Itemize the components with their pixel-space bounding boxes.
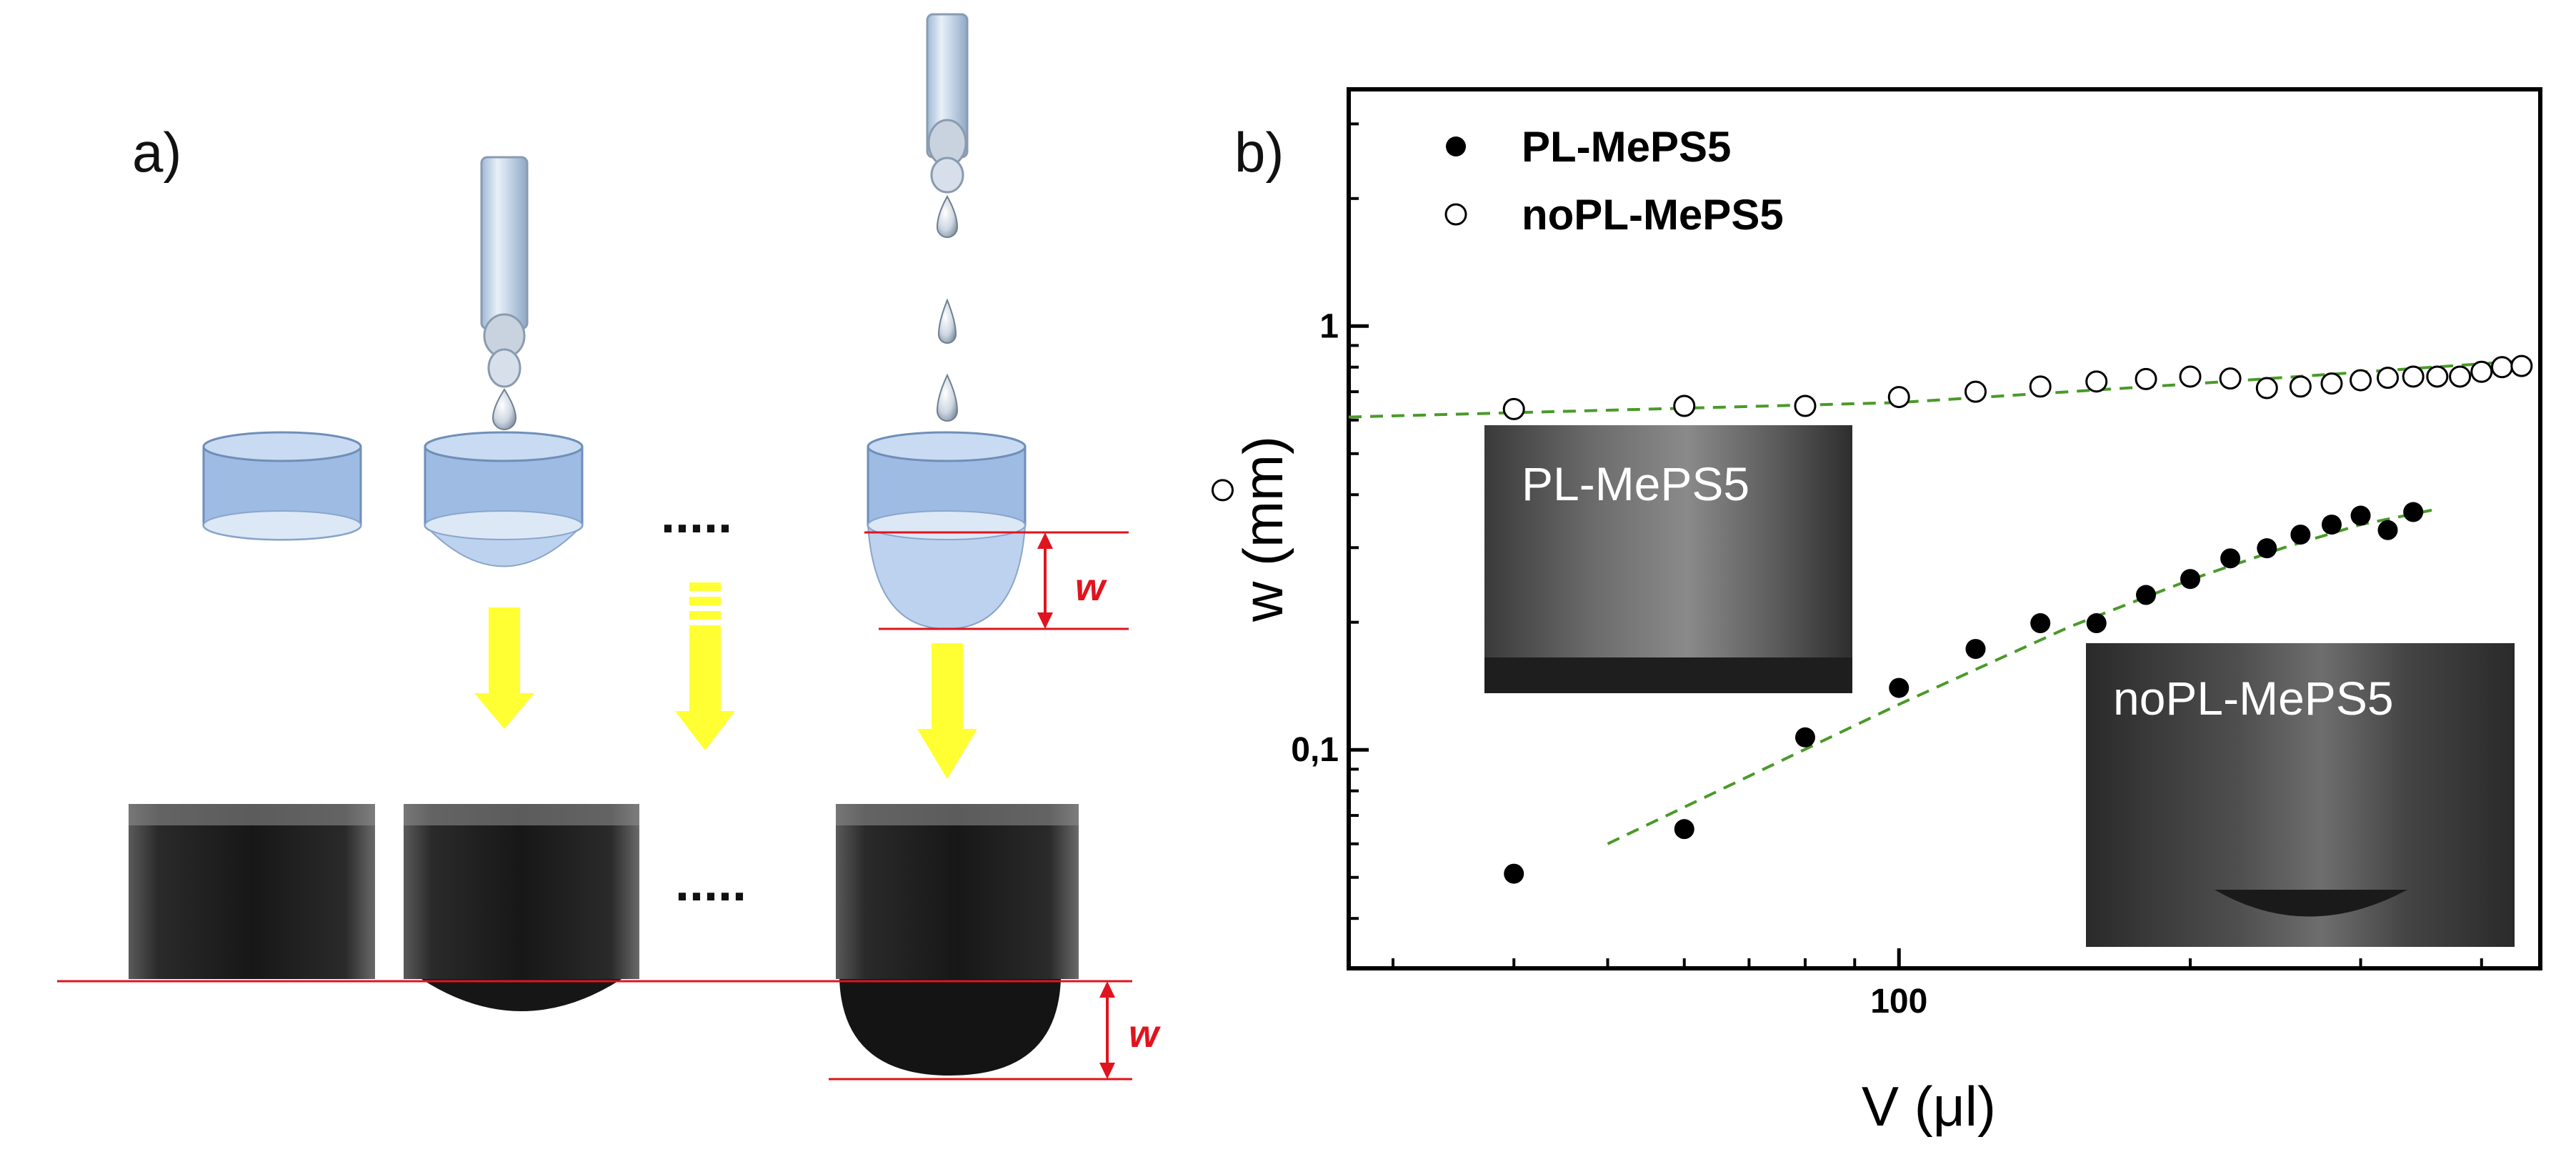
point-nopl-mepss5-6 [2029,375,2052,398]
point-nopl-mepss5-4 [1887,386,1910,409]
ellipsis-top: ..... [661,487,732,544]
y-tick-label-0: 1 [1319,307,1339,345]
point-pl-mepss5-14 [2377,520,2398,540]
point-nopl-mepss5-17 [2426,365,2449,388]
legend-marker-nopl-mepss5 [1444,203,1467,226]
point-pl-mepss5-4 [1965,639,1986,660]
arrow-3 [917,643,977,779]
x-tick-label-0: 100 [1870,983,1927,1021]
panel-a: a) [57,13,1161,1090]
point-pl-mepss5-2 [1794,727,1815,748]
point-nopl-mepss5-20 [2490,356,2513,379]
point-nopl-mepss5-15 [2377,367,2400,389]
point-nopl-mepss5-14 [2350,369,2372,392]
point-pl-mepss5-12 [2321,515,2342,535]
legend: PL-MePS5 noPL-MePS5 [1444,123,1784,239]
w-label-bottom: w [1129,1013,1161,1056]
inset-pl-mepss5: PL-MePS5 [1484,425,1852,693]
y-axis-title: w (mm) [1232,436,1294,622]
inset-nopl-label: noPL-MePS5 [2113,672,2394,725]
arrow-2-dashed [675,582,735,750]
point-pl-mepss5-13 [2350,505,2371,526]
point-pl-mepss5-0 [1504,863,1524,884]
point-nopl-mepss5-9 [2179,365,2202,388]
point-nopl-mepss5-5 [1965,380,1987,403]
photo-3 [832,804,1079,1090]
point-nopl-mepss5-1 [1502,397,1525,420]
point-nopl-mepss5-12 [2289,375,2312,398]
point-pl-mepss5-9 [2220,548,2241,569]
point-pl-mepss5-8 [2180,569,2201,590]
x-axis-title: V (μl) [1862,1075,1996,1138]
cylinder-3 [867,431,1027,630]
point-nopl-mepss5-8 [2135,367,2157,390]
point-pl-mepss5-15 [2403,502,2424,522]
panel-b-label: b) [1234,121,1284,184]
point-nopl-mepss5-3 [1794,394,1817,417]
x-axis-ticks: 100 [1391,948,2483,1021]
w-label-top: w [1075,566,1107,609]
arrow-1 [474,607,534,729]
point-nopl-mepss5-10 [2219,367,2242,390]
point-pl-mepss5-11 [2290,525,2311,545]
point-nopl-mepss5-19 [2470,360,2493,383]
photo-2 [404,804,639,1011]
panel-a-label: a) [132,121,181,184]
point-nopl-mepss5-7 [2085,370,2108,393]
pipette-2 [926,13,969,422]
point-pl-mepss5-10 [2257,538,2277,559]
point-nopl-mepss5-11 [2255,377,2278,399]
point-nopl-mepss5-21 [2510,354,2533,377]
pipette-1 [480,156,529,430]
point-pl-mepss5-3 [1889,677,1909,698]
point-nopl-mepss5-2 [1673,394,1696,417]
point-nopl-mepss5-13 [2320,372,2343,395]
legend-label-pl-mepss5: PL-MePS5 [1522,123,1731,171]
y-axis-ticks: 10,1 [1291,122,1369,920]
inset-nopl-mepss5: noPL-MePS5 [2086,643,2515,947]
inset-pl-label: PL-MePS5 [1522,457,1749,510]
point-nopl-mepss5-18 [2449,365,2472,388]
point-nopl-mepss5-16 [2402,365,2425,388]
point-pl-mepss5-1 [1674,819,1694,840]
point-nopl-mepss5-0 [1211,479,1234,502]
panel-b: b) PL-MePS5 noPL-MePS5 10,1 100 PL-MePS5… [1211,87,2542,1138]
point-pl-mepss5-6 [2086,613,2107,634]
cylinder-1 [202,431,362,541]
y-tick-label-1: 0,1 [1291,731,1339,769]
w-marker-top: w [864,531,1129,630]
w-marker-bottom: w [829,981,1161,1081]
cylinder-2 [424,431,584,567]
point-pl-mepss5-5 [2030,613,2051,634]
data-points [1211,354,2533,884]
point-pl-mepss5-7 [2136,585,2157,605]
legend-label-nopl-mepss5: noPL-MePS5 [1522,191,1784,239]
legend-marker-pl-mepss5 [1446,136,1466,157]
ellipsis-bottom: ..... [675,855,747,912]
photo-1 [129,804,375,979]
